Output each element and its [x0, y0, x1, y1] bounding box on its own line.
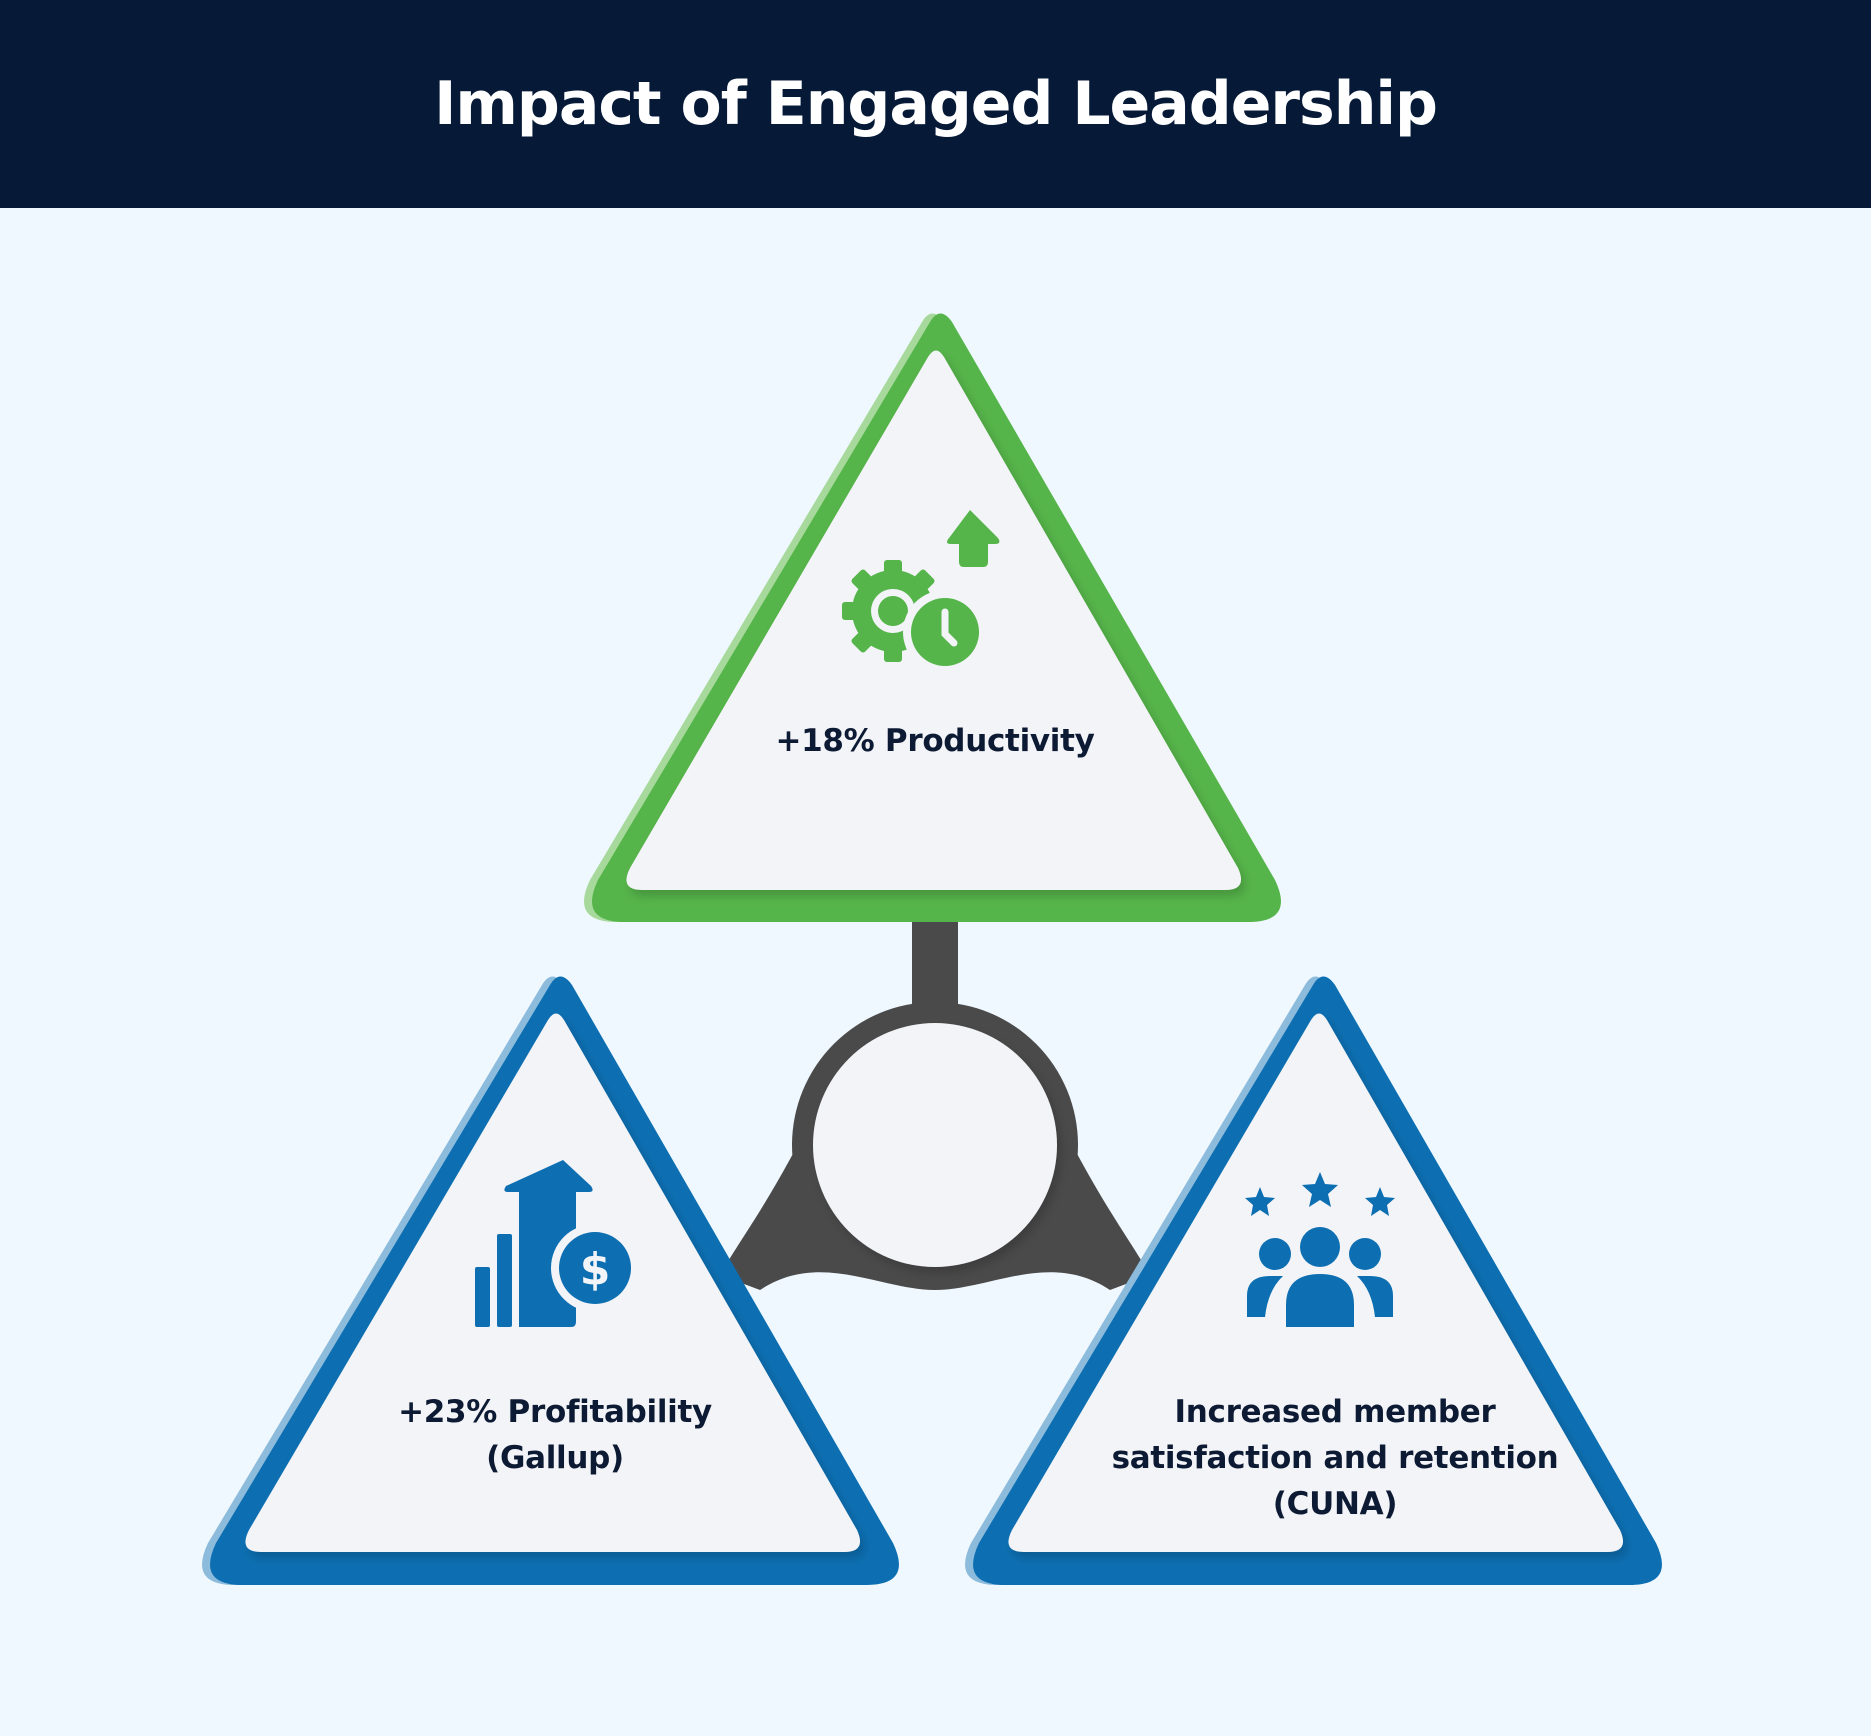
profitability-label: +23% Profitability (Gallup) — [398, 1394, 712, 1476]
page-title: Impact of Engaged Leadership — [434, 69, 1438, 139]
satisfaction-label: Increased member satisfaction and retent… — [1111, 1394, 1559, 1522]
center-circle — [813, 1023, 1057, 1267]
bar-chart-dollar-up-arrow-icon: $ — [475, 1160, 639, 1327]
group-three-stars-icon — [1245, 1172, 1395, 1327]
svg-text:$: $ — [580, 1244, 611, 1295]
header-banner: Impact of Engaged Leadership — [0, 0, 1871, 208]
center-hub — [720, 915, 1150, 1290]
gear-clock-up-arrow-icon — [842, 510, 1000, 674]
productivity-label: +18% Productivity — [775, 723, 1095, 759]
